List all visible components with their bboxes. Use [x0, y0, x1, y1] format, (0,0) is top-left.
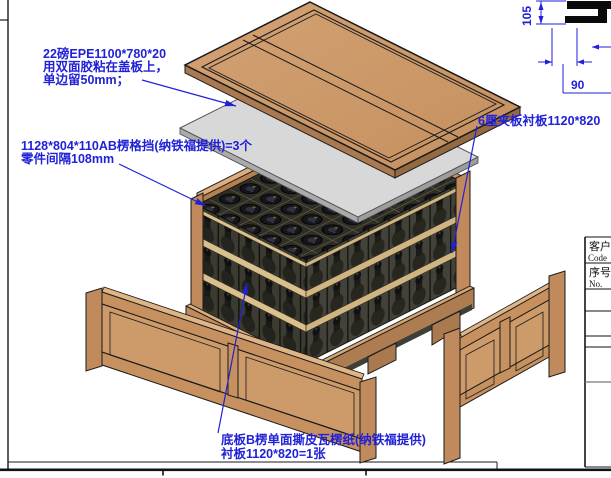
- frame-bottom-border: [0, 468, 611, 472]
- corner-section-detail: 105 90: [520, 0, 611, 94]
- lid-frame-outer-line: [200, 9, 506, 163]
- annotation-liner-note: 6厘夹板衬板1120*820: [478, 113, 600, 128]
- annotation-line: 零件间隔108mm: [20, 151, 114, 166]
- left-end-panel: [85, 286, 377, 464]
- lid-center-rail-line-1: [252, 34, 459, 138]
- annotations: 22磅EPE1100*780*20 用双面胶粘在盖板上， 单边留50mm； 11…: [20, 46, 600, 461]
- title-block-serial-sublabel: No.: [589, 279, 602, 289]
- title-block: 客户 Code 序号 No.: [584, 236, 611, 468]
- right-panel-inset-2: [515, 311, 544, 372]
- crate-right-corner-post: [455, 170, 471, 296]
- lid-center-rail-line-2: [242, 39, 449, 143]
- crate-lid: [183, 1, 522, 179]
- annotation-line: 用双面胶粘在盖板上，: [42, 59, 168, 74]
- left-panel-inset-2: [245, 356, 355, 437]
- leader-grid-note: [118, 163, 207, 207]
- dimension-width-label: 90: [571, 78, 585, 92]
- leader-arrowheads: [194, 100, 458, 295]
- leader-bottom-note: [217, 282, 248, 434]
- annotation-grid-note: 1128*804*110AB楞格挡(纳铁福提供)=3个 零件间隔108mm: [20, 138, 253, 166]
- annotation-line: 1128*804*110AB楞格挡(纳铁福提供)=3个: [21, 138, 253, 153]
- right-end-panel: [443, 270, 566, 465]
- left-panel-right-post: [359, 376, 377, 464]
- crate-left-corner-post: [190, 192, 204, 320]
- title-block-customer-sublabel: Code: [588, 253, 607, 263]
- lid-top-face: [183, 1, 522, 171]
- annotation-line: 22磅EPE1100*780*20: [43, 46, 166, 61]
- annotation-bottom-note: 底板B楞单面撕皮瓦楞纸(纳铁福提供) 衬板1120*820=1张: [221, 432, 426, 461]
- dimension-height-label: 105: [520, 6, 534, 26]
- title-block-customer-label: 客户: [589, 239, 611, 253]
- section-top-bar: [567, 1, 611, 9]
- title-block-row-lines: [585, 236, 611, 468]
- lid-frame-inner-line: [207, 13, 498, 159]
- title-block-serial-label: 序号: [589, 265, 611, 279]
- right-panel-right-post: [548, 270, 566, 378]
- dimension-arrowheads: [538, 2, 599, 65]
- pallet-skid-block: [367, 342, 397, 375]
- left-panel-inset-1: [109, 311, 221, 393]
- section-lower-bar: [565, 16, 607, 23]
- annotation-line: 单边留50mm；: [43, 72, 129, 87]
- leader-epe-note: [141, 79, 237, 107]
- leader-liner-note: [451, 125, 478, 254]
- right-panel-left-post: [443, 327, 461, 465]
- annotation-line: 底板B楞单面撕皮瓦楞纸(纳铁福提供): [221, 432, 426, 447]
- section-connector: [598, 9, 607, 16]
- annotation-line: 衬板1120*820=1张: [221, 446, 326, 461]
- annotation-epe-note: 22磅EPE1100*780*20 用双面胶粘在盖板上， 单边留50mm；: [42, 46, 168, 87]
- right-panel-middle-stile: [499, 316, 511, 374]
- right-panel-inset-1: [465, 339, 495, 400]
- annotation-line: 6厘夹板衬板1120*820: [478, 113, 600, 128]
- left-panel-left-post: [85, 287, 103, 372]
- leader-lines: [118, 79, 478, 434]
